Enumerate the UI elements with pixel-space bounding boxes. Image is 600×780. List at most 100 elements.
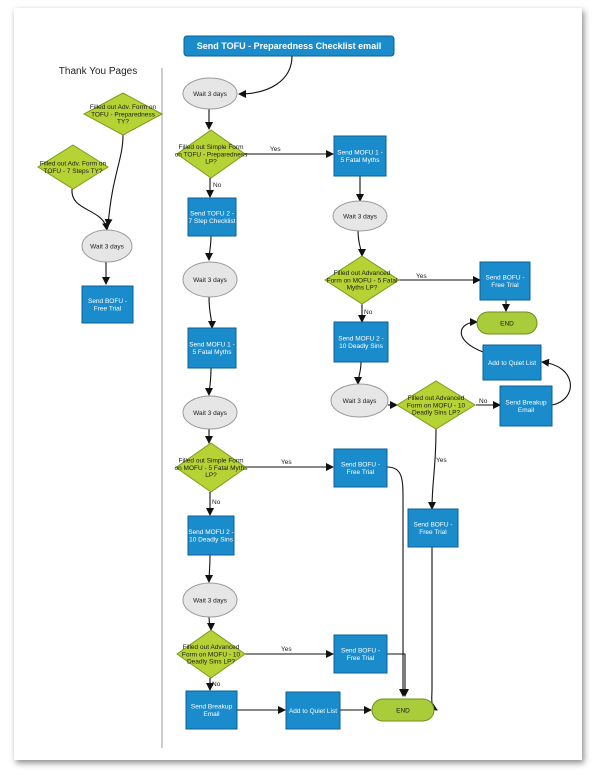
node-wait-r1: Wait 3 days: [332, 200, 388, 232]
edge-wait4-d3: [206, 616, 215, 631]
node-wait3: Wait 3 days: [182, 395, 238, 430]
edge-labels: Yes No Yes No No Yes Yes No Yes No: [212, 146, 488, 688]
title-node: Send TOFU - Preparedness Checklist email: [183, 35, 395, 57]
edge-mofu1l-wait3: [205, 367, 214, 396]
node-mofu1-left: Send MOFU 1 -5 Fatal Myths: [187, 327, 237, 369]
process-shape: [407, 508, 459, 548]
wait-shape: [182, 395, 238, 430]
edge-bofur2-endl: [428, 547, 438, 711]
node-bofu-m2: Send BOFU -Free Trial: [333, 634, 388, 674]
no-label-d2: No: [212, 499, 221, 506]
wait-shape: [81, 229, 133, 263]
decision-shape: [396, 380, 476, 430]
edge-side-7steps-wait: [71, 188, 111, 231]
decision-shape: [37, 144, 109, 190]
node-bofu-m1: Send BOFU -Free Trial: [333, 448, 388, 488]
node-label: END: [396, 707, 410, 714]
node-label: Send BOFU -Free Trial: [341, 648, 380, 662]
edges: [71, 55, 571, 714]
node-label: Wait 3 days: [343, 398, 377, 405]
yes-label-dr2: Yes: [436, 457, 447, 464]
end-shape: [476, 311, 538, 335]
process-shape: [185, 690, 238, 730]
wait-shape: [182, 77, 238, 110]
edge-bofum2-endl: [387, 653, 409, 697]
edge-mofu2r-waitr2: [354, 361, 363, 385]
node-label: Send MOFU 1 -5 Fatal Myths: [189, 342, 235, 356]
wait-shape: [332, 200, 388, 232]
edge-quietr-endr: [460, 318, 484, 353]
node-wait: Wait 3 days: [81, 229, 133, 263]
yes-label-d3: Yes: [281, 646, 292, 653]
node-wait4: Wait 3 days: [182, 582, 238, 618]
node-mofu2-right: Send MOFU 2 -10 Deadly Sins: [333, 321, 389, 363]
node-bofu: Send BOFU -Free Trial: [81, 285, 134, 324]
node-label: Send BOFU -Free Trial: [413, 522, 452, 536]
edge-bofum1-endl: [386, 466, 407, 697]
yes-label-dr1: Yes: [416, 273, 427, 280]
node-label: Wait 3 days: [193, 277, 227, 284]
node-label: Send MOFU 1 -5 Fatal Myths: [337, 150, 383, 164]
decision-shape: [324, 255, 400, 305]
wait-shape: [182, 261, 238, 298]
edge-title-wait1: [238, 55, 293, 98]
process-shape: [81, 285, 134, 324]
no-label-d3: No: [212, 681, 221, 688]
node-label: Wait 3 days: [90, 243, 124, 250]
node-tofu2: Send TOFU 2 -7 Step Checklist: [187, 197, 237, 237]
process-shape: [333, 448, 388, 488]
diagram-page: [14, 8, 582, 760]
no-label-dr2: No: [479, 398, 488, 405]
node-label: Send TOFU 2 -7 Step Checklist: [189, 211, 236, 225]
node-wait-r2: Wait 3 days: [330, 383, 389, 418]
node-quiet-r: Add to Quiet List: [482, 344, 542, 381]
node-label: Wait 3 days: [193, 597, 227, 604]
yes-label-d2: Yes: [281, 459, 292, 466]
wait-shape: [182, 582, 238, 618]
edge-dr2-yes: [428, 428, 437, 510]
decision-shape: [176, 129, 246, 179]
edge-waitr1-dr1: [357, 229, 366, 257]
node-end-r: END: [476, 311, 538, 335]
process-shape: [285, 691, 341, 730]
yes-label-d1: Yes: [270, 146, 281, 153]
process-shape: [333, 135, 387, 177]
process-shape: [499, 385, 553, 427]
process-shape: [333, 634, 388, 674]
edge-side-adv-wait: [104, 134, 124, 227]
node-mofu2-left: Send MOFU 2 -10 Deadly Sins: [187, 515, 235, 556]
edge-breakupr-quietr: [541, 358, 571, 406]
thank-you-pages-heading: Thank You Pages: [59, 66, 137, 77]
edge-wait2-mofu1: [207, 295, 216, 329]
process-shape: [333, 321, 389, 363]
process-shape: [482, 344, 542, 381]
node-end-l: END: [371, 698, 435, 722]
node-bofu-r1: Send BOFU -Free Trial: [479, 261, 531, 301]
node-quiet-l: Add to Quiet List: [285, 691, 341, 730]
edge-mofu2l-wait4: [205, 554, 214, 583]
title-label: Send TOFU - Preparedness Checklist email: [197, 41, 381, 51]
process-shape: [187, 327, 237, 369]
no-label-dr1: No: [364, 309, 373, 316]
process-shape: [187, 197, 237, 237]
node-label: Wait 3 days: [343, 213, 377, 220]
node-mofu-myths-right: Send MOFU 1 -5 Fatal Myths: [333, 135, 387, 177]
node-wait1: Wait 3 days: [182, 77, 238, 110]
process-shape: [187, 515, 235, 556]
node-label: Send BOFU -Free Trial: [341, 462, 380, 476]
edge-tofu2-wait2: [205, 235, 214, 261]
